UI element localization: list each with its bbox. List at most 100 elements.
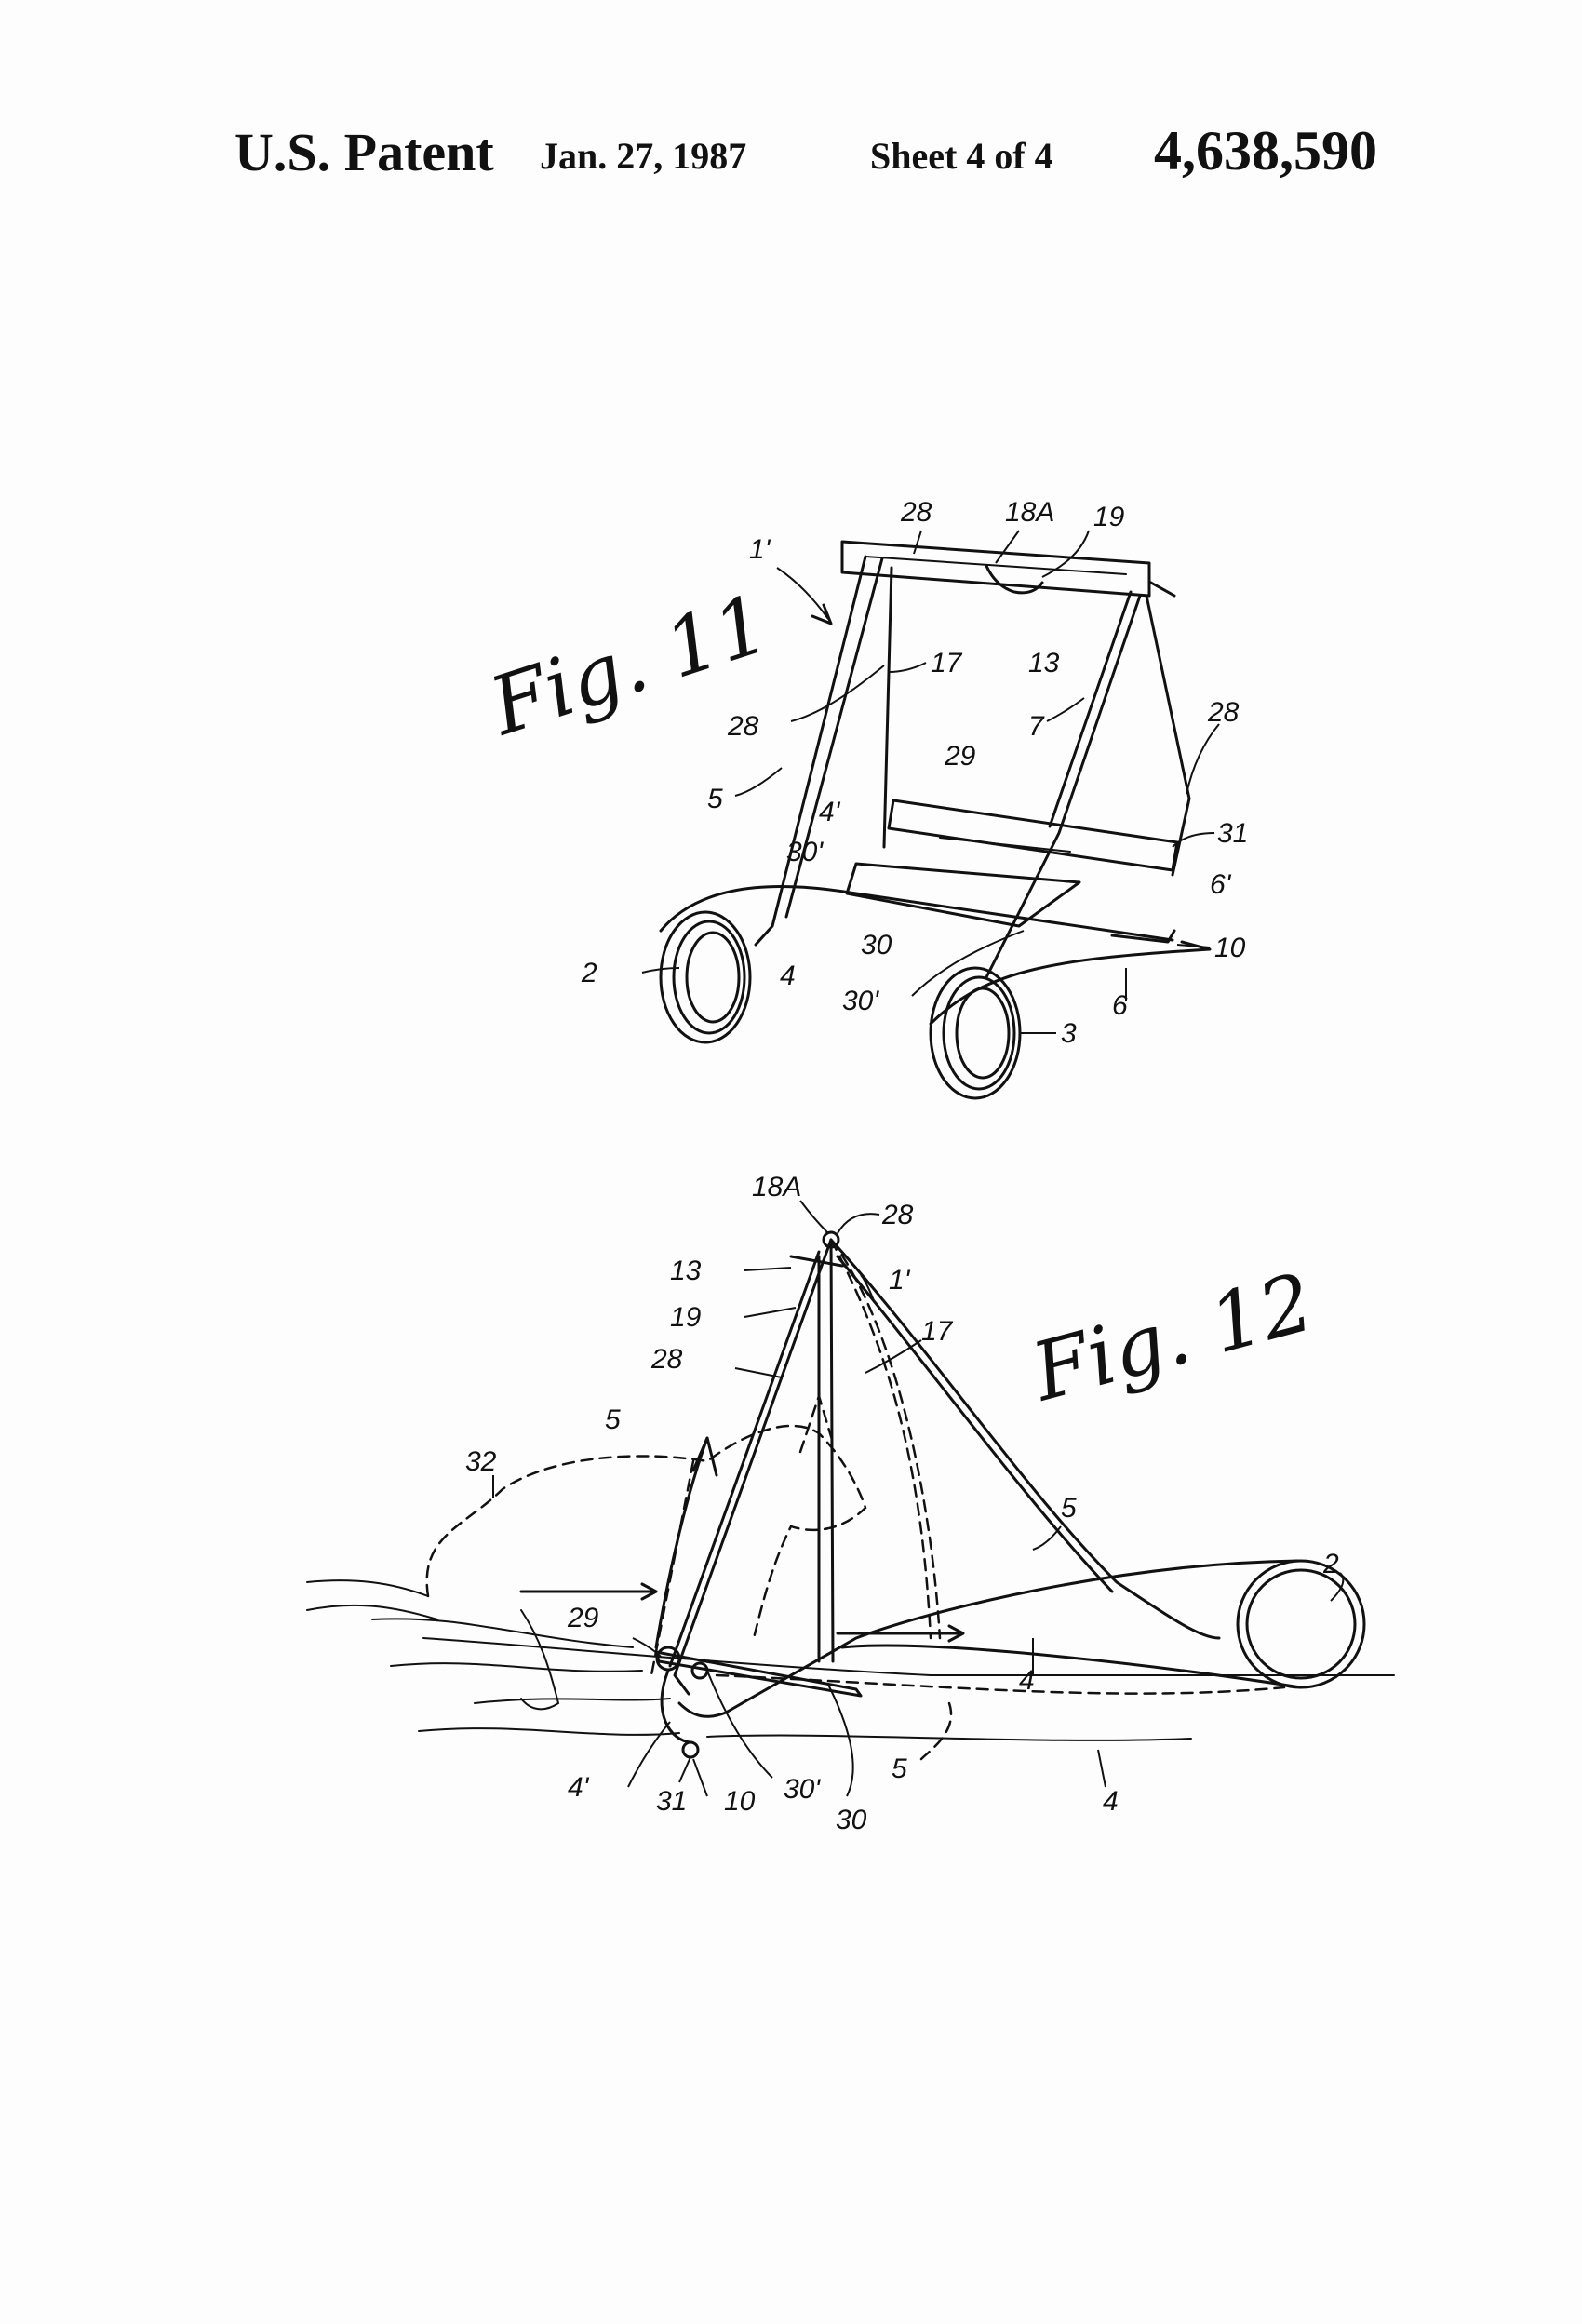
figure-11: 28 18A 19 1' 17 13 28 7 28 29 5 4' 31 30… bbox=[478, 497, 1248, 1100]
fig12-dashed-4 bbox=[715, 1673, 1286, 1695]
fig12-arrow-left-head bbox=[640, 1582, 658, 1601]
fig11-rod-end bbox=[1147, 580, 1176, 598]
fig11-label-18a: 18A bbox=[1005, 497, 1054, 528]
fig11-label-30p: 30' bbox=[786, 837, 824, 867]
patent-date: Jan. 27, 1987 bbox=[540, 135, 747, 177]
fig12-label-30: 30 bbox=[836, 1805, 867, 1835]
fig11-plate-30 bbox=[845, 862, 1081, 928]
patent-number: 4,638,590 bbox=[1154, 120, 1377, 181]
fig12-label-30p: 30' bbox=[784, 1774, 821, 1805]
fig12-dashed-17b bbox=[829, 1238, 932, 1640]
fig11-label-6p: 6' bbox=[1210, 869, 1232, 900]
leader bbox=[888, 662, 927, 673]
fig11-label-6: 6 bbox=[1112, 990, 1128, 1021]
fig12-label-17: 17 bbox=[921, 1316, 954, 1347]
fig11-label-10: 10 bbox=[1214, 933, 1246, 963]
fig12-animal-tail bbox=[306, 1579, 429, 1597]
fig12-base-rod-4 bbox=[677, 1559, 1300, 1718]
fig11-hook bbox=[985, 564, 1044, 595]
fig11-spring-2-inner bbox=[685, 931, 741, 1024]
leader bbox=[837, 1213, 880, 1234]
fig12-bar-13 bbox=[789, 1255, 844, 1268]
leader bbox=[692, 1758, 708, 1797]
sheet-header: U.S. Patent Jan. 27, 1987 Sheet 4 of 4 4… bbox=[0, 112, 1582, 195]
fig12-label-28-top: 28 bbox=[881, 1200, 914, 1230]
patent-label: U.S. Patent bbox=[235, 122, 494, 182]
leader bbox=[641, 967, 680, 974]
fig12-animal-ear bbox=[798, 1391, 835, 1454]
fig11-leg-5-outer bbox=[754, 555, 867, 947]
leader bbox=[627, 1721, 671, 1788]
fig12-rod-4p bbox=[660, 1669, 692, 1744]
leader bbox=[1330, 1572, 1345, 1602]
fig12-label-32: 32 bbox=[465, 1446, 497, 1477]
fig11-label-2: 2 bbox=[581, 958, 597, 988]
fig11-label-3: 3 bbox=[1061, 1018, 1077, 1049]
fig11-spring-3-mid bbox=[942, 975, 1016, 1091]
fig12-label-28: 28 bbox=[650, 1344, 683, 1375]
fig11-leg-5-inner bbox=[784, 557, 884, 919]
fig11-pan-slot bbox=[939, 837, 1071, 853]
fig11-top-rod bbox=[865, 556, 1127, 575]
figure-12: 18A 28 13 1' 19 17 28 5 32 5 2 29 4 4' 3… bbox=[306, 1172, 1395, 1835]
fig11-arrow-1p bbox=[776, 567, 829, 620]
leader bbox=[1186, 723, 1220, 795]
leader bbox=[827, 1684, 854, 1797]
fig11-label-19: 19 bbox=[1093, 502, 1125, 532]
fig11-label-29: 29 bbox=[944, 741, 976, 772]
leader bbox=[799, 1200, 829, 1234]
leader bbox=[678, 1756, 691, 1783]
fig12-dashed-5 bbox=[650, 1459, 695, 1677]
leader bbox=[1032, 1525, 1062, 1551]
fig12-leg-5 bbox=[829, 1238, 1221, 1640]
fig12-label-4p: 4' bbox=[568, 1772, 590, 1803]
fig11-base-rod-4 bbox=[659, 884, 1174, 942]
fig11-label-5: 5 bbox=[707, 784, 723, 814]
fig12-dashed-17 bbox=[829, 1238, 942, 1640]
leader bbox=[734, 1367, 783, 1378]
fig12-animal-front-leg bbox=[520, 1609, 560, 1711]
fig12-ground-line bbox=[390, 1662, 643, 1672]
fig11-spring-3-inner bbox=[955, 987, 1011, 1080]
fig12-label-4-lower: 4 bbox=[1103, 1786, 1119, 1817]
fig12-label-5-lower: 5 bbox=[892, 1753, 907, 1784]
leader bbox=[790, 665, 885, 722]
fig11-leg-7 bbox=[985, 594, 1142, 979]
fig12-ground-line bbox=[706, 1734, 1192, 1741]
fig12-label-13: 13 bbox=[670, 1256, 702, 1286]
leader bbox=[1041, 530, 1090, 578]
fig11-leg-28-right bbox=[1145, 594, 1191, 877]
fig12-ground-line bbox=[371, 1618, 634, 1648]
leader bbox=[744, 1307, 797, 1318]
leader bbox=[913, 530, 922, 555]
fig12-label-1p: 1' bbox=[889, 1265, 911, 1296]
leader bbox=[1046, 697, 1085, 722]
fig12-label-2: 2 bbox=[1322, 1549, 1339, 1579]
fig11-label-28-left: 28 bbox=[727, 711, 759, 742]
fig12-label-10: 10 bbox=[724, 1786, 756, 1817]
fig11-label-4: 4 bbox=[780, 960, 796, 991]
fig12-ground-line bbox=[474, 1698, 671, 1704]
leader bbox=[1097, 1749, 1106, 1788]
fig11-label-28-right: 28 bbox=[1207, 697, 1240, 728]
fig12-arrow-right-head bbox=[947, 1624, 965, 1643]
fig11-rod-10 bbox=[1110, 929, 1176, 944]
fig11-label-1p: 1' bbox=[749, 534, 771, 565]
leader bbox=[865, 1339, 922, 1374]
fig11-label-30p-bottom: 30' bbox=[842, 986, 879, 1016]
fig11-label-30: 30 bbox=[861, 930, 892, 960]
fig12-spring-2-inner bbox=[1245, 1568, 1357, 1680]
fig12-label-18a: 18A bbox=[752, 1172, 801, 1202]
fig12-leg-28-inner bbox=[668, 1250, 821, 1668]
fig11-leg-7-inner bbox=[1048, 590, 1133, 828]
fig11-trigger-pan bbox=[887, 799, 1179, 872]
fig11-spring-2-mid bbox=[672, 920, 746, 1035]
leader bbox=[632, 1637, 662, 1658]
fig12-label-5: 5 bbox=[1061, 1493, 1077, 1524]
fig11-label-4p: 4' bbox=[819, 797, 841, 827]
fig11-label-13: 13 bbox=[1028, 648, 1060, 678]
fig12-animal-tail-lower bbox=[306, 1604, 438, 1620]
fig12-rod-17 bbox=[829, 1238, 835, 1663]
